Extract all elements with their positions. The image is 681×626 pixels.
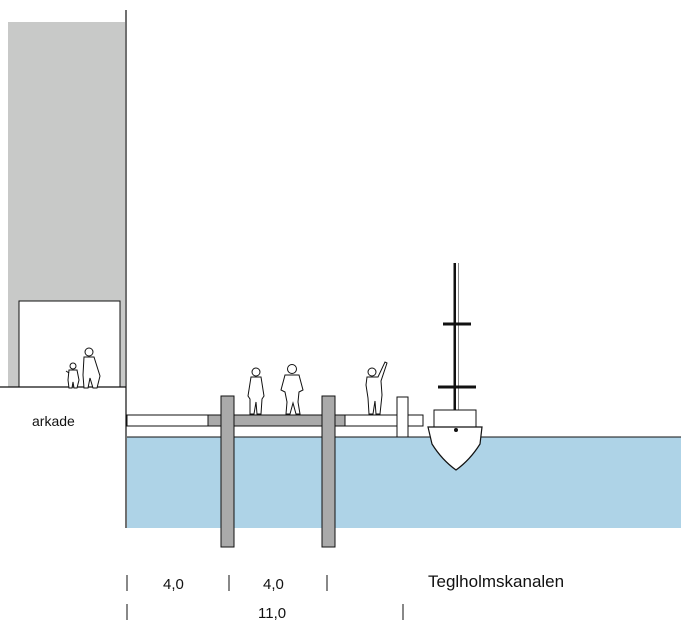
canal-water (127, 437, 681, 528)
deck-right (344, 414, 424, 427)
deck-left (126, 414, 209, 427)
bollard-post (396, 396, 409, 438)
dimension-ticks (126, 575, 404, 620)
people-in-arcade-icon (65, 347, 101, 389)
person-walking-2-icon (280, 364, 304, 415)
person-pointing-icon (365, 361, 388, 415)
sailboat (427, 263, 483, 471)
dimension-middle-label: 4,0 (263, 576, 284, 593)
pile-right (321, 395, 336, 548)
arcade-label: arkade (32, 413, 75, 429)
person-walking-1-icon (247, 367, 265, 415)
canal-name-label: Teglholmskanalen (428, 572, 564, 591)
dimension-left-label: 4,0 (163, 576, 184, 593)
dimension-total-label: 11,0 (258, 605, 286, 622)
pile-left (220, 395, 235, 548)
